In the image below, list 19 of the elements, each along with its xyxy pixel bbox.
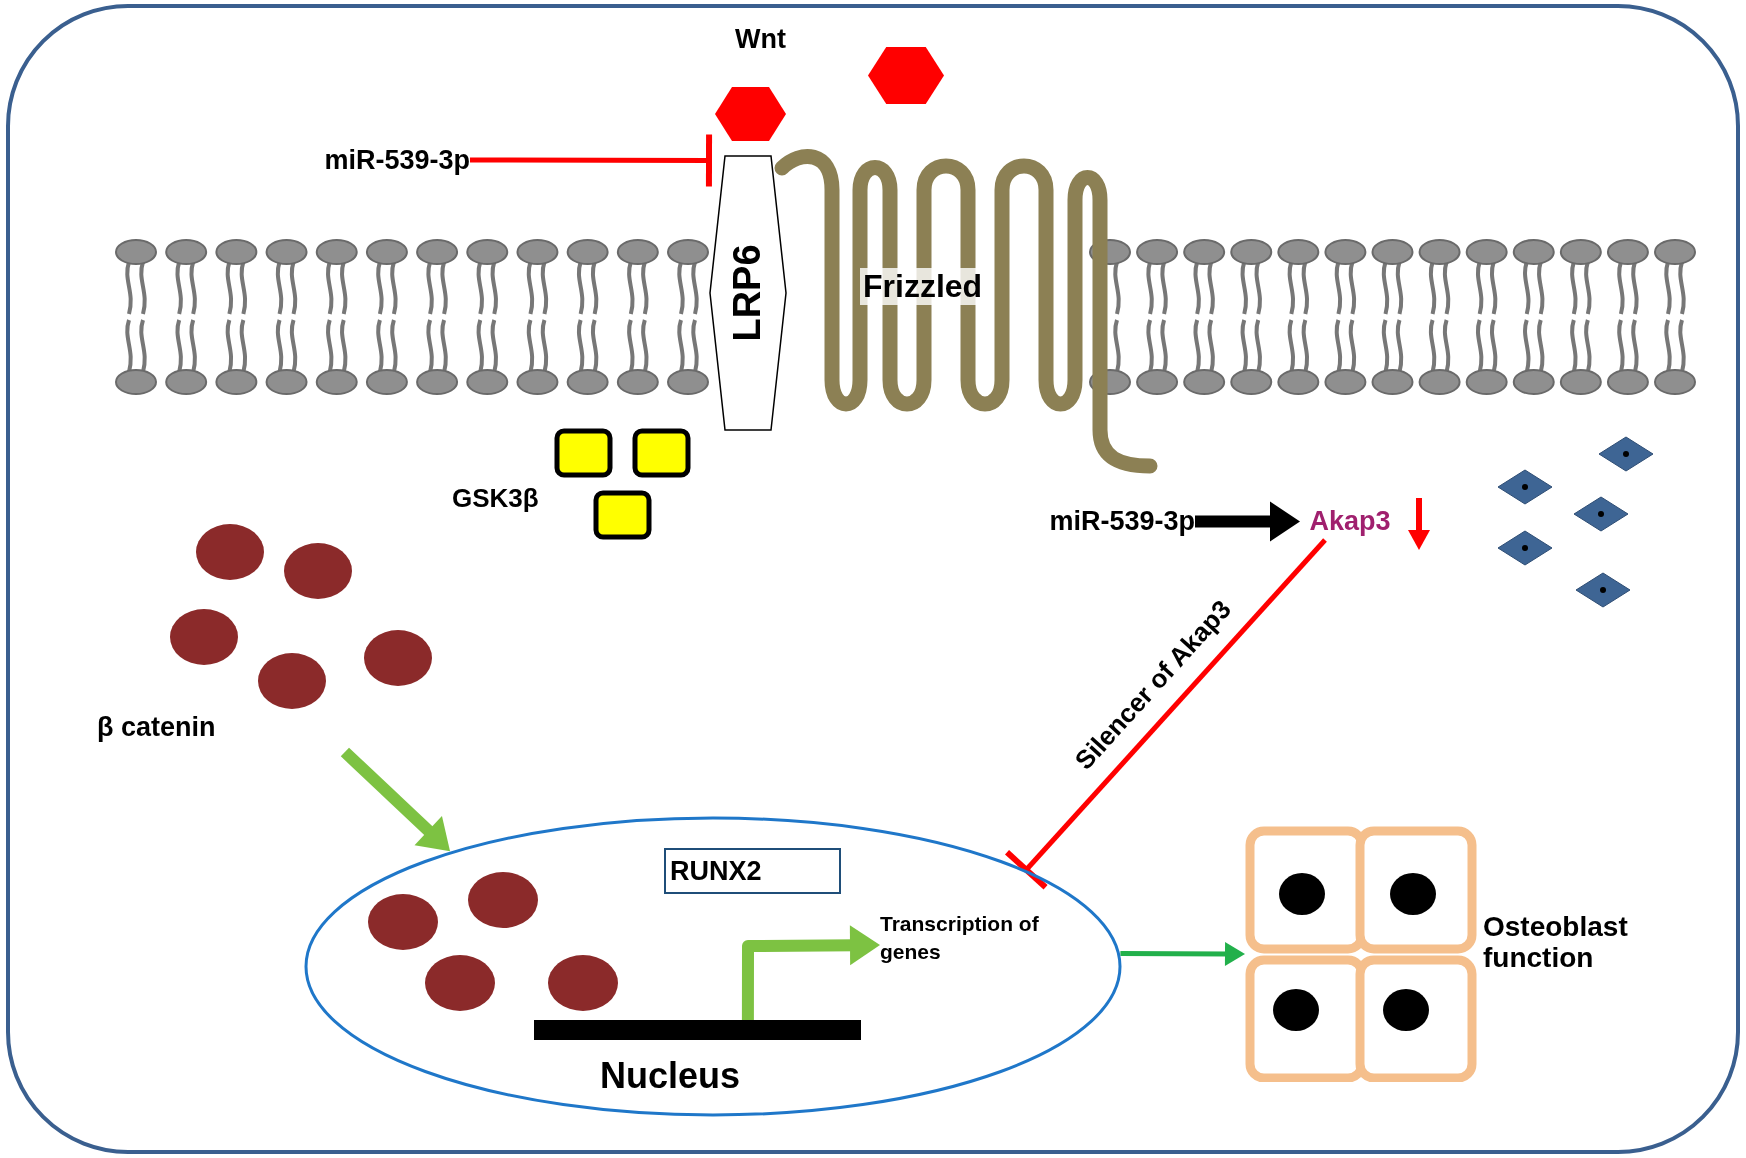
arrow xyxy=(1120,941,1245,966)
protein-label: β catenin xyxy=(97,713,216,743)
gene-label: Akap3 xyxy=(1300,503,1400,540)
outcome-label: Osteoblast function xyxy=(1483,912,1629,974)
process-label: Transcription of genes xyxy=(880,910,1080,980)
dna-strand xyxy=(534,1020,861,1040)
mirna-label: miR-539-3p xyxy=(285,142,470,178)
arrow xyxy=(741,925,880,1020)
arrow xyxy=(1195,501,1300,542)
mirna-label: miR-539-3p xyxy=(1012,503,1195,540)
arrow xyxy=(340,747,451,852)
protein-label: GSK3β xyxy=(452,482,540,515)
gene-label: RUNX2 xyxy=(664,848,841,894)
protein-label: LRP6 xyxy=(727,244,769,342)
inhibition-line xyxy=(1005,538,1327,890)
organelle-label: Nucleus xyxy=(598,1056,741,1096)
ligand-hexagon xyxy=(868,47,944,104)
protein-label: Wnt xyxy=(734,25,787,55)
inhibition-line xyxy=(470,134,713,187)
